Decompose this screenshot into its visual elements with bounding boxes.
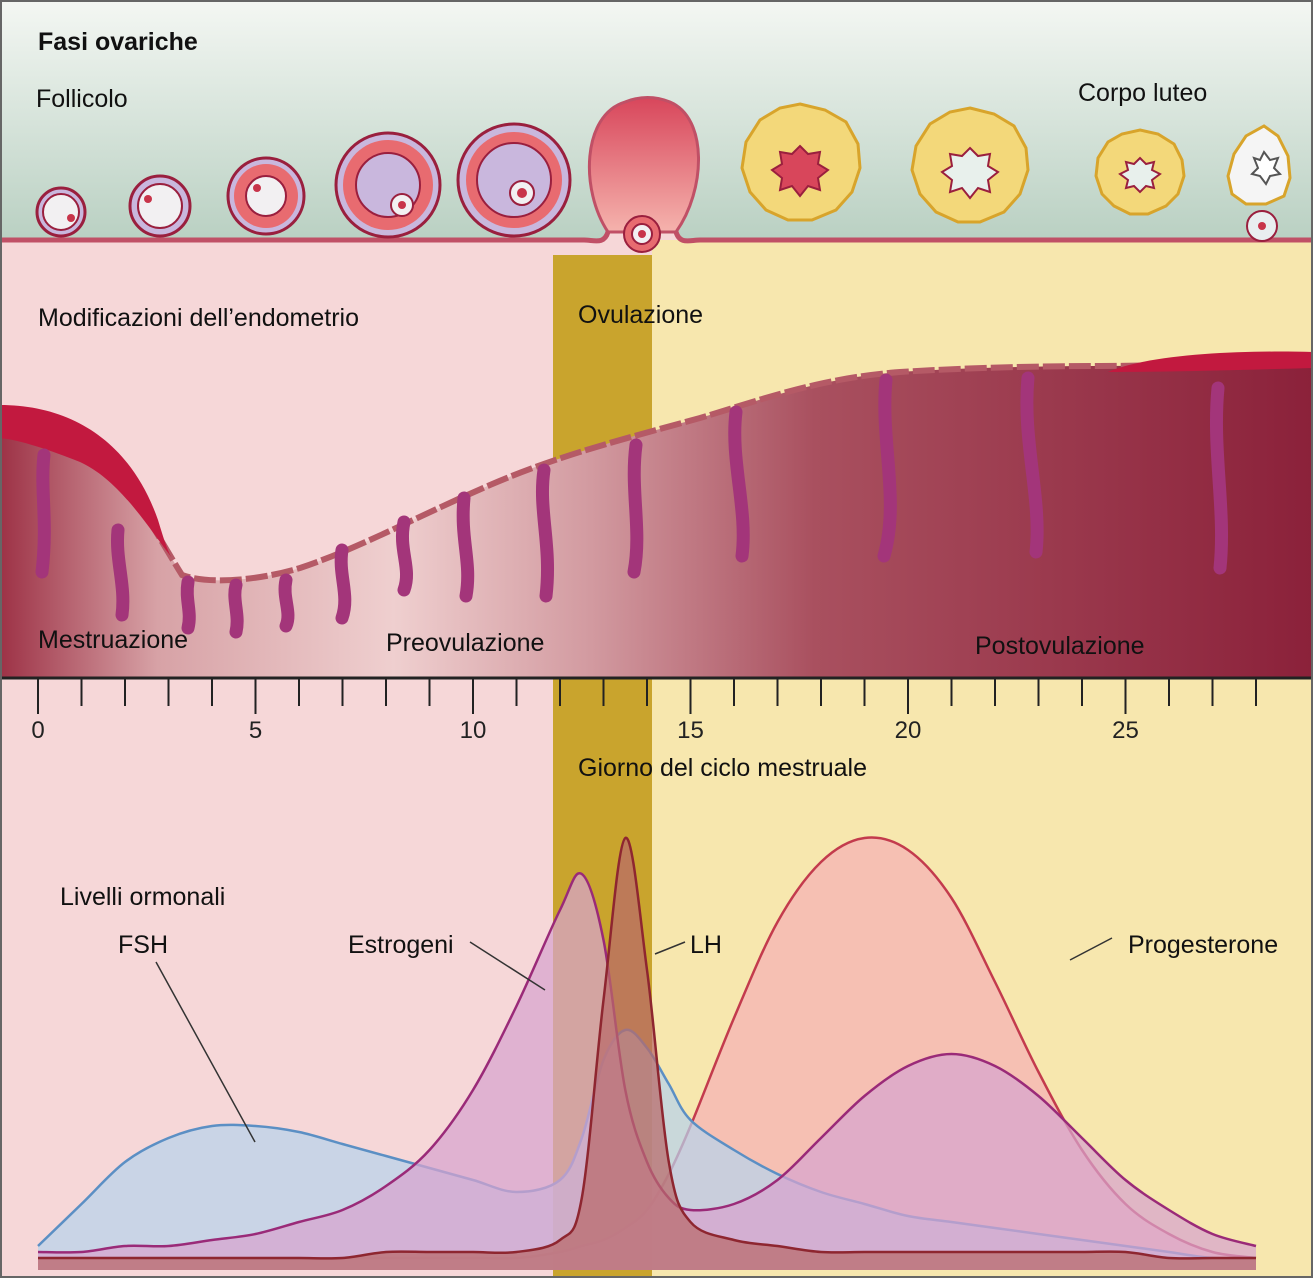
gland xyxy=(187,582,189,628)
hormone-levels-label: Livelli ormonali xyxy=(60,883,225,911)
follicle-stage-3 xyxy=(228,158,304,234)
endometrium-label: Modificazioni dell’endometrio xyxy=(38,304,359,332)
day-tick-label: 10 xyxy=(460,717,487,744)
day-tick-label: 5 xyxy=(249,717,262,744)
corpus-luteum-stage-1 xyxy=(742,104,860,220)
day-tick-label: 15 xyxy=(677,717,704,744)
axis-title: Giorno del ciclo mestruale xyxy=(578,754,867,782)
follicle-stage-2 xyxy=(130,176,190,236)
follicle-label: Follicolo xyxy=(36,85,128,113)
lh-label: LH xyxy=(690,931,722,959)
corpus-luteum-label: Corpo luteo xyxy=(1078,79,1207,107)
day-tick-label: 20 xyxy=(895,717,922,744)
day-tick-label: 0 xyxy=(31,717,44,744)
gland xyxy=(884,380,890,556)
postovulation-label: Postovulazione xyxy=(975,632,1145,660)
progesterone-label: Progesterone xyxy=(1128,931,1278,959)
gland xyxy=(42,455,44,572)
gland xyxy=(341,550,345,618)
corpus-luteum-stage-2 xyxy=(912,108,1028,222)
gland xyxy=(634,445,637,572)
ovulation-label: Ovulazione xyxy=(578,301,703,329)
day-tick-label: 25 xyxy=(1112,717,1139,744)
follicle-stage-5 xyxy=(458,124,570,236)
gland xyxy=(285,580,288,626)
corpus-luteum-stage-3 xyxy=(1096,130,1184,214)
fsh-label: FSH xyxy=(118,931,168,959)
preovulation-label: Preovulazione xyxy=(386,629,544,657)
follicle-stage-4 xyxy=(336,133,440,237)
ovarian-phases-title: Fasi ovariche xyxy=(38,28,198,56)
gland xyxy=(117,530,122,615)
gland xyxy=(1216,388,1221,568)
follicle-stage-1 xyxy=(37,188,85,236)
gland xyxy=(542,470,547,596)
gland xyxy=(463,498,468,596)
gland xyxy=(235,585,237,632)
gland xyxy=(402,522,406,590)
menstruation-label: Mestruazione xyxy=(38,626,188,654)
estrogeni-label: Estrogeni xyxy=(348,931,454,959)
